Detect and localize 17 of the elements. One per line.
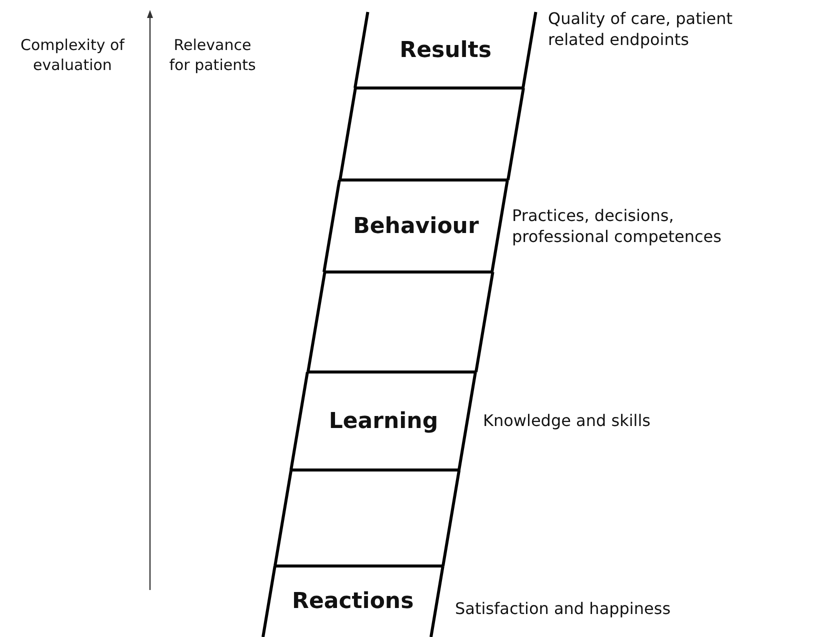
level-description: Practices, decisions, professional competences xyxy=(512,205,722,247)
ladder-segment xyxy=(291,372,476,470)
level-title: Results xyxy=(400,38,492,62)
level-description: Knowledge and skills xyxy=(483,410,652,431)
axis-label: Complexity of evaluation xyxy=(20,35,125,75)
level-title: Reactions xyxy=(292,589,414,614)
axis-label: Relevance for patients xyxy=(168,35,257,75)
ladder-segment xyxy=(340,88,524,180)
level-title: Learning xyxy=(328,408,438,434)
level-title: Behaviour xyxy=(353,214,479,238)
level-description: Satisfaction and happiness xyxy=(455,598,672,619)
ladder-segment xyxy=(324,180,508,272)
level-description: Quality of care, patient related endpoints xyxy=(548,8,734,50)
ladder-segment xyxy=(355,12,536,88)
ladder-segment xyxy=(263,566,443,637)
ladder-segment xyxy=(308,272,492,372)
ladder-segment xyxy=(275,470,460,566)
